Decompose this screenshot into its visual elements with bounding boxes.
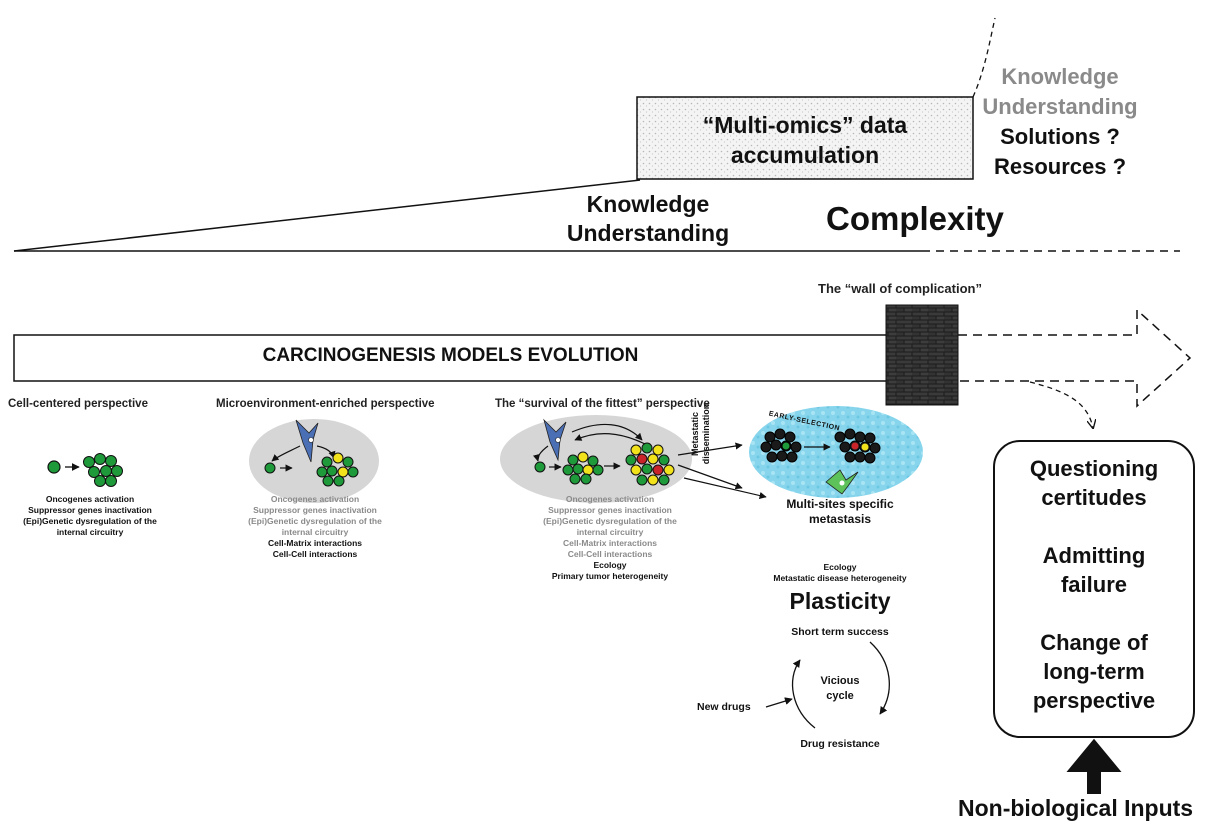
stage-feature-line: Suppressor genes inactivation [548,505,672,515]
stage3-title: The “survival of the fittest” perspectiv… [495,398,710,410]
stage-feature-line: Suppressor genes inactivation [253,505,377,515]
stage1-cells [47,453,123,487]
stage-feature-line: internal circuitry [56,527,124,537]
complexity-label: Complexity [826,200,1004,237]
stage1-title: Cell-centered perspective [8,398,148,410]
vicious-cycle-arrows [765,641,890,729]
omics-box [636,96,974,180]
knowledge-wedge [13,179,641,252]
wall-label: The “wall of complication” [818,281,982,296]
right-box-line: perspective [1032,688,1156,713]
stage-feature-line: (Epi)Genetic dysregulation of the [23,516,157,526]
stage-feature-line: Primary tumor heterogeneity [551,571,669,581]
stage-feature-line: Cell-Matrix interactions [563,538,657,548]
stage-feature-line: Oncogenes activation [45,494,135,504]
omics-line-1: “Multi-omics” data [702,112,908,138]
understanding-label: Understanding [566,220,730,246]
non-biological-inputs: Non-biological Inputs [958,795,1194,821]
right-box-frame [993,440,1195,738]
plasticity-label: Plasticity [789,588,891,614]
stage-feature-line: Cell-Cell interactions [272,549,358,559]
metastatic-ecology: Ecology Metastatic disease heterogeneity [773,562,907,583]
stage-feature-line: Oncogenes activation [565,494,655,504]
omics-line-2: accumulation [730,142,880,168]
dissemination-arrows [677,442,767,500]
stage-feature-line: internal circuitry [576,527,644,537]
right-box-line: Questioning [1029,456,1159,481]
top-right-line: Resources ? [993,154,1127,179]
dissemination-label: Metastatic dissemination [690,403,711,465]
up-arrow [1066,738,1122,794]
stage-feature-line: (Epi)Genetic dysregulation of the [543,516,677,526]
dashed-curve-top [972,17,996,98]
stage-feature-line: Oncogenes activation [270,494,360,504]
timeline-title: CARCINOGENESIS MODELS EVOLUTION [262,345,639,366]
short-term-success: Short term success [791,626,889,638]
right-box-line: long-term [1043,659,1145,684]
right-box-line [994,512,1194,541]
omics-box-text: “Multi-omics” data accumulation [637,110,973,170]
brick-wall [885,304,959,406]
stage-feature-line: (Epi)Genetic dysregulation of the [248,516,382,526]
stage-feature-line: internal circuitry [281,527,349,537]
top-right-line: Understanding [982,94,1138,119]
stage3-illustration [500,415,692,503]
vicious-cycle-label: Vicious cycle [820,675,860,702]
right-box-line: Change of [1040,630,1148,655]
stage-feature-line: Ecology [593,560,627,570]
knowledge-label: Knowledge [586,191,710,217]
top-right-line: Solutions ? [1000,124,1120,149]
top-right-line: Knowledge [1001,64,1119,89]
right-box-line: failure [1060,572,1128,597]
right-box-line: Admitting [1042,543,1146,568]
stage-feature-line: Cell-Matrix interactions [268,538,362,548]
stage2-title: Microenvironment-enriched perspective [216,398,435,410]
multisite-label: Multi-sites specific metastasis [786,497,894,526]
dashed-arrow [958,308,1192,408]
drug-resistance-label: Drug resistance [800,738,880,750]
new-drugs-label: New drugs [697,701,751,713]
early-selection-ellipse [749,406,923,498]
right-box-text: Questioning certitudes Admitting failure C… [994,454,1194,715]
stage-feature-line: Suppressor genes inactivation [28,505,152,515]
stage2-illustration [249,419,379,503]
right-box-line: certitudes [1041,485,1147,510]
right-box-line [994,599,1194,628]
stage-feature-line: Cell-Cell interactions [567,549,653,559]
dashed-pointer [1029,381,1093,428]
knowledge-label-group: Knowledge Understanding [556,190,740,248]
